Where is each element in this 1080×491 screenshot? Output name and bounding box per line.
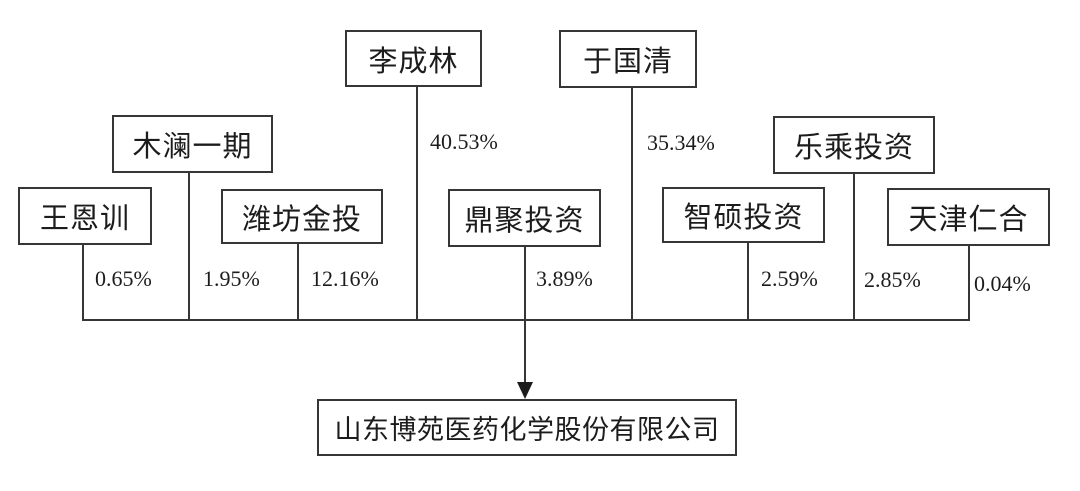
connector-zhishuo-touzi	[747, 243, 749, 319]
ownership-pct-mulan-yiqi: 1.95%	[203, 266, 260, 291]
shareholder-name: 天津仁合	[908, 204, 1029, 236]
company-name: 山东博苑医药化学股份有限公司	[334, 415, 720, 445]
arrow-down-icon	[517, 382, 533, 399]
company-box: 山东博苑医药化学股份有限公司	[317, 399, 737, 456]
connector-tianjin-renhe	[968, 246, 970, 319]
connector-mulan-yiqi	[188, 173, 190, 319]
shareholder-box-mulan-yiqi: 木澜一期	[112, 115, 273, 173]
ownership-pct-lecheng-touzi: 2.85%	[864, 267, 921, 292]
ownership-pct-wang-enxun: 0.65%	[95, 266, 152, 291]
arrow-stem	[524, 319, 526, 385]
ownership-pct-li-chenglin: 40.53%	[430, 129, 498, 154]
connector-yu-guoqing	[631, 88, 633, 319]
shareholder-name: 智硕投资	[683, 202, 804, 234]
ownership-pct-weifang-jintou: 12.16%	[311, 266, 379, 291]
shareholder-name: 鼎聚投资	[464, 205, 585, 237]
connector-dingju-touzi	[524, 247, 526, 319]
connector-lecheng-touzi	[853, 174, 855, 319]
shareholder-box-tianjin-renhe: 天津仁合	[887, 188, 1050, 246]
shareholder-box-zhishuo-touzi: 智硕投资	[662, 187, 825, 243]
connector-li-chenglin	[416, 87, 418, 319]
bus-line	[82, 319, 970, 321]
ownership-pct-yu-guoqing: 35.34%	[647, 130, 715, 155]
connector-wang-enxun	[82, 245, 84, 319]
shareholder-name: 乐乘投资	[793, 132, 914, 164]
shareholder-box-yu-guoqing: 于国清	[559, 30, 697, 88]
ownership-pct-zhishuo-touzi: 2.59%	[761, 266, 818, 291]
ownership-pct-dingju-touzi: 3.89%	[536, 266, 593, 291]
shareholder-name: 于国清	[582, 46, 673, 78]
shareholder-name: 木澜一期	[132, 131, 253, 163]
shareholder-box-dingju-touzi: 鼎聚投资	[448, 189, 601, 247]
ownership-pct-tianjin-renhe: 0.04%	[974, 271, 1031, 296]
shareholder-box-wang-enxun: 王恩训	[18, 187, 152, 245]
shareholder-name: 潍坊金投	[241, 203, 362, 236]
shareholder-name: 李成林	[368, 45, 459, 78]
connector-weifang-jintou	[297, 244, 299, 319]
shareholder-box-weifang-jintou: 潍坊金投	[221, 189, 383, 244]
shareholder-name: 王恩训	[39, 203, 130, 235]
shareholder-box-lecheng-touzi: 乐乘投资	[773, 116, 935, 174]
shareholder-box-li-chenglin: 李成林	[345, 30, 482, 87]
